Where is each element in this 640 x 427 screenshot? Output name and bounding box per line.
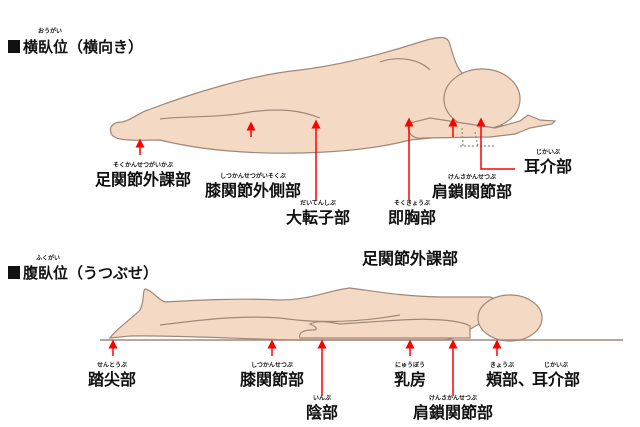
section-title-lateral: 横臥位（横向き） — [8, 36, 143, 57]
label-knee-lateral: 膝関節外側部 — [204, 181, 302, 200]
label-toes: 踏尖部 — [87, 370, 137, 389]
label-acromioclavicular: 肩鎖関節部 — [431, 182, 513, 201]
label-auricle: 耳介部 — [531, 370, 581, 389]
section-title-prone: 腹臥位（うつぶせ） — [8, 262, 158, 283]
label-furigana: じかいぶ — [535, 149, 561, 156]
label-furigana: しつかんせつぶ — [251, 362, 293, 369]
label-furigana: けんさかんせつぶ — [447, 174, 497, 181]
prone-arrows — [108, 339, 502, 396]
label-furigana: せんとうぶ — [96, 362, 128, 369]
title-furigana: ふくがい — [35, 255, 61, 262]
title-text: 腹臥位（うつぶせ） — [23, 264, 159, 282]
side-lying-body — [109, 36, 557, 154]
side-arrows — [135, 117, 515, 200]
label-furigana: じかいぶ — [543, 362, 569, 369]
label-furigana: けんさかんせつぶ — [428, 395, 478, 402]
title-furigana: おうがい — [37, 28, 63, 35]
label-furigana: いんぶ — [312, 395, 332, 402]
label-auricle: 耳介部 — [523, 157, 573, 176]
title-text: 横臥位（横向き） — [23, 38, 144, 56]
label-furigana: そくかんせつがいかぶ — [112, 162, 174, 169]
label-ankle-extra: 足関節外課部 — [361, 249, 459, 268]
label-breast: 乳房 — [393, 370, 427, 389]
label-greater-trochanter: 大転子部 — [285, 208, 351, 227]
label-furigana: にゅうぼう — [394, 362, 426, 369]
label-lateral-chest: 即胸部 — [387, 208, 437, 227]
label-furigana: そくきょうぶ — [393, 200, 431, 207]
label-ankle: 足関節外課部 — [94, 170, 192, 189]
label-furigana: きょうぶ — [489, 362, 515, 369]
square-bullet-icon — [8, 266, 20, 279]
label-furigana: しつかんせつがいそくぶ — [220, 173, 286, 180]
label-genitals: 陰部 — [305, 403, 339, 422]
label-furigana: だいてんしぶ — [300, 200, 336, 207]
label-cheek: 頬部、 — [485, 370, 535, 389]
label-acromioclavicular: 肩鎖関節部 — [412, 403, 494, 422]
square-bullet-icon — [8, 40, 20, 53]
prone-body — [108, 287, 543, 342]
label-knee: 膝関節部 — [239, 370, 305, 389]
